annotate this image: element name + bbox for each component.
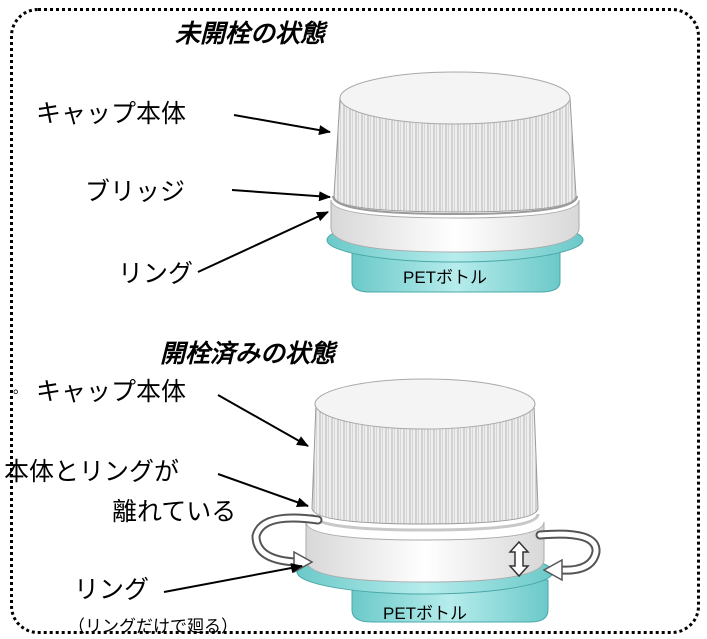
pet-bottle-label-bottom: PETボトル <box>383 604 468 623</box>
cap-body-label-top: キャップ本体 <box>36 99 187 128</box>
stray-mark: 。 <box>13 381 27 397</box>
ring-label-bottom: リング <box>74 575 150 604</box>
opened-title: 開栓済みの状態 <box>160 339 336 368</box>
dotted-frame <box>10 8 700 634</box>
pointer-arrows <box>163 114 331 593</box>
pet-bottle-label-top: PETボトル <box>403 268 488 287</box>
separated-label-line2: 離れている <box>112 497 237 526</box>
unopened-title: 未開栓の状態 <box>175 19 326 48</box>
up-down-arrow-icon <box>508 540 530 578</box>
bottom-cap <box>296 378 554 623</box>
ring-label-top: リング <box>118 259 194 288</box>
rotate-arrow-right-icon <box>535 529 601 582</box>
ring-note: （リングだけで廻る） <box>68 617 238 637</box>
top-cap <box>326 71 584 293</box>
separated-label-line1: 本体とリングが <box>4 457 180 486</box>
bridge-label: ブリッジ <box>85 177 186 206</box>
cap-body-label-bottom: キャップ本体 <box>36 377 187 406</box>
